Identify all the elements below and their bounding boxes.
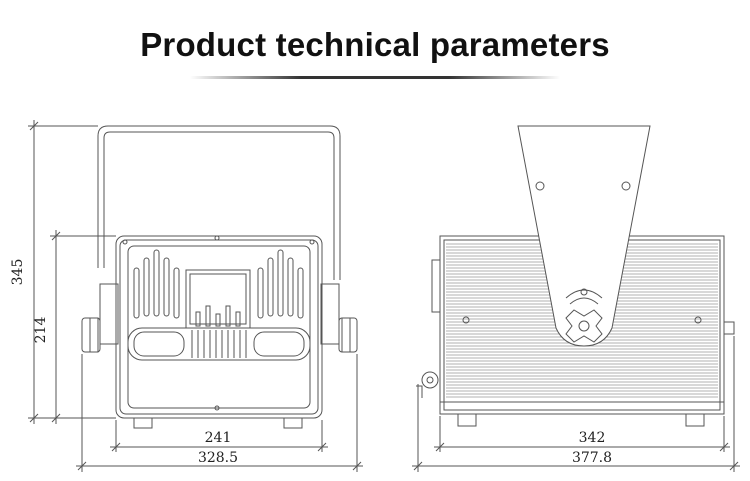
fan-cover [127,245,311,409]
dim-label-width-overall: 328.5 [198,450,238,466]
front-view [81,125,358,429]
side-knob-right [320,283,358,353]
dim-label-height-body: 214 [33,317,49,344]
yoke-bracket [517,125,651,347]
dim-label-width-body: 241 [205,430,232,446]
dim-label-side-width-overall: 377.8 [572,450,612,466]
front-dimension-lines [28,120,363,472]
side-knob-left [81,283,119,353]
side-view [416,125,735,427]
title-underline [190,76,560,79]
center-fins [191,330,247,358]
dim-label-height-overall: 345 [10,259,26,286]
cooling-tube [127,327,311,361]
vent-slots-right [257,249,304,319]
vent-slots-left [133,249,180,319]
dim-label-side-width-body: 342 [579,430,606,446]
mounting-bracket [97,125,341,280]
side-dimension-lines [412,336,740,472]
housing-outline [115,235,323,419]
page-title: Product technical parameters [140,26,610,63]
